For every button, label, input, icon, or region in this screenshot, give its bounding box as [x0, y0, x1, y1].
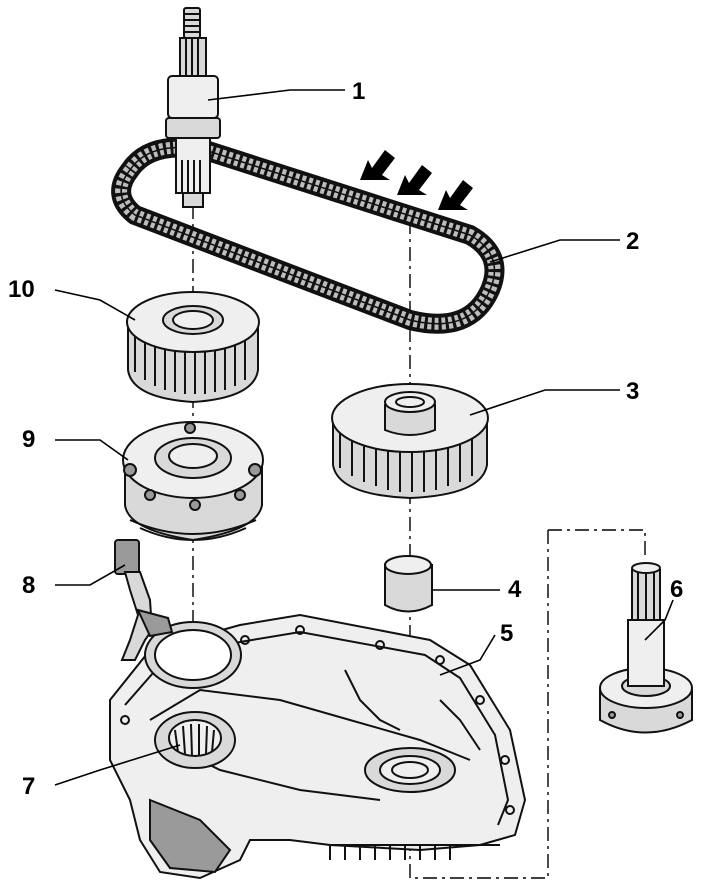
input-shaft — [165, 7, 221, 208]
drive-sprocket — [126, 291, 260, 404]
sensor-with-bracket — [114, 539, 174, 661]
arrow-icon — [397, 165, 432, 195]
callout-7: 7 — [22, 773, 36, 800]
callout-3: 3 — [626, 378, 640, 405]
callout-4: 4 — [508, 576, 522, 603]
direction-arrows — [360, 150, 473, 210]
callout-5: 5 — [500, 620, 514, 647]
callout-2: 2 — [626, 228, 640, 255]
arrow-icon — [438, 180, 473, 210]
callout-6: 6 — [670, 576, 684, 603]
seal-ring — [144, 621, 242, 689]
arrow-icon — [360, 150, 395, 180]
callout-9: 9 — [22, 426, 36, 453]
callout-leader-lines — [54, 89, 674, 786]
bearing-carrier — [122, 421, 264, 542]
callout-1: 1 — [352, 78, 366, 105]
callout-8: 8 — [22, 572, 36, 599]
needle-bearing — [154, 711, 236, 769]
callout-10: 10 — [8, 276, 35, 303]
driven-gear — [331, 383, 489, 500]
output-shaft — [599, 562, 693, 734]
sleeve-bushing — [384, 555, 433, 613]
